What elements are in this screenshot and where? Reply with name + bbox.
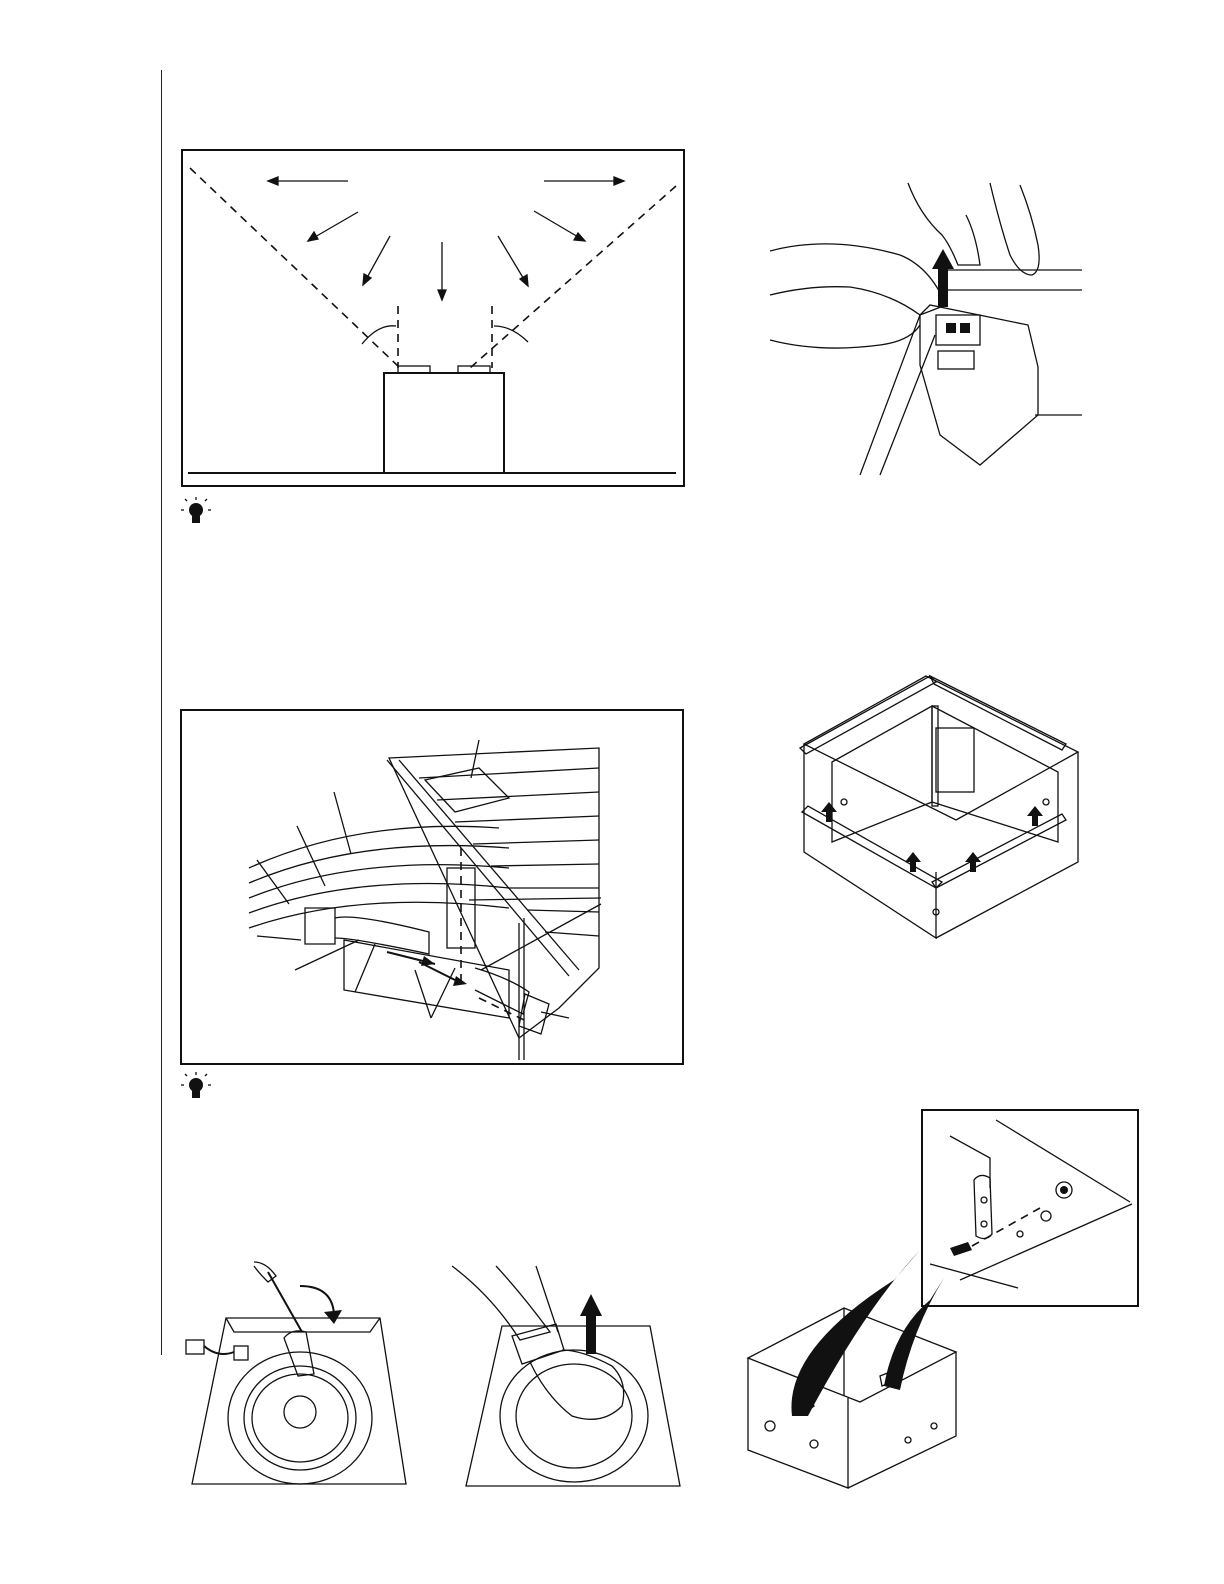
blower-screw-removal-illustration bbox=[184, 1262, 416, 1492]
figure-frame bbox=[181, 710, 683, 1064]
ducting-installation-diagram bbox=[179, 708, 687, 1068]
blower-lift-out-illustration bbox=[452, 1266, 692, 1492]
housing-curved-arrows-illustration bbox=[744, 1240, 964, 1490]
figure-frame bbox=[182, 150, 684, 486]
page-margin-rule bbox=[161, 70, 162, 1355]
fan-housing-shape bbox=[384, 373, 504, 473]
housing-brackets-illustration bbox=[796, 672, 1086, 948]
up-arrows-icon bbox=[821, 802, 1043, 872]
lightbulb-icon bbox=[181, 1072, 211, 1102]
up-arrow-icon bbox=[932, 249, 954, 307]
plug-removal-illustration bbox=[770, 175, 1090, 480]
discharge-diagram bbox=[180, 148, 686, 490]
up-arrow-icon bbox=[580, 1294, 602, 1354]
lightbulb-icon bbox=[181, 497, 211, 527]
airflow-arrows-icon bbox=[268, 177, 624, 300]
